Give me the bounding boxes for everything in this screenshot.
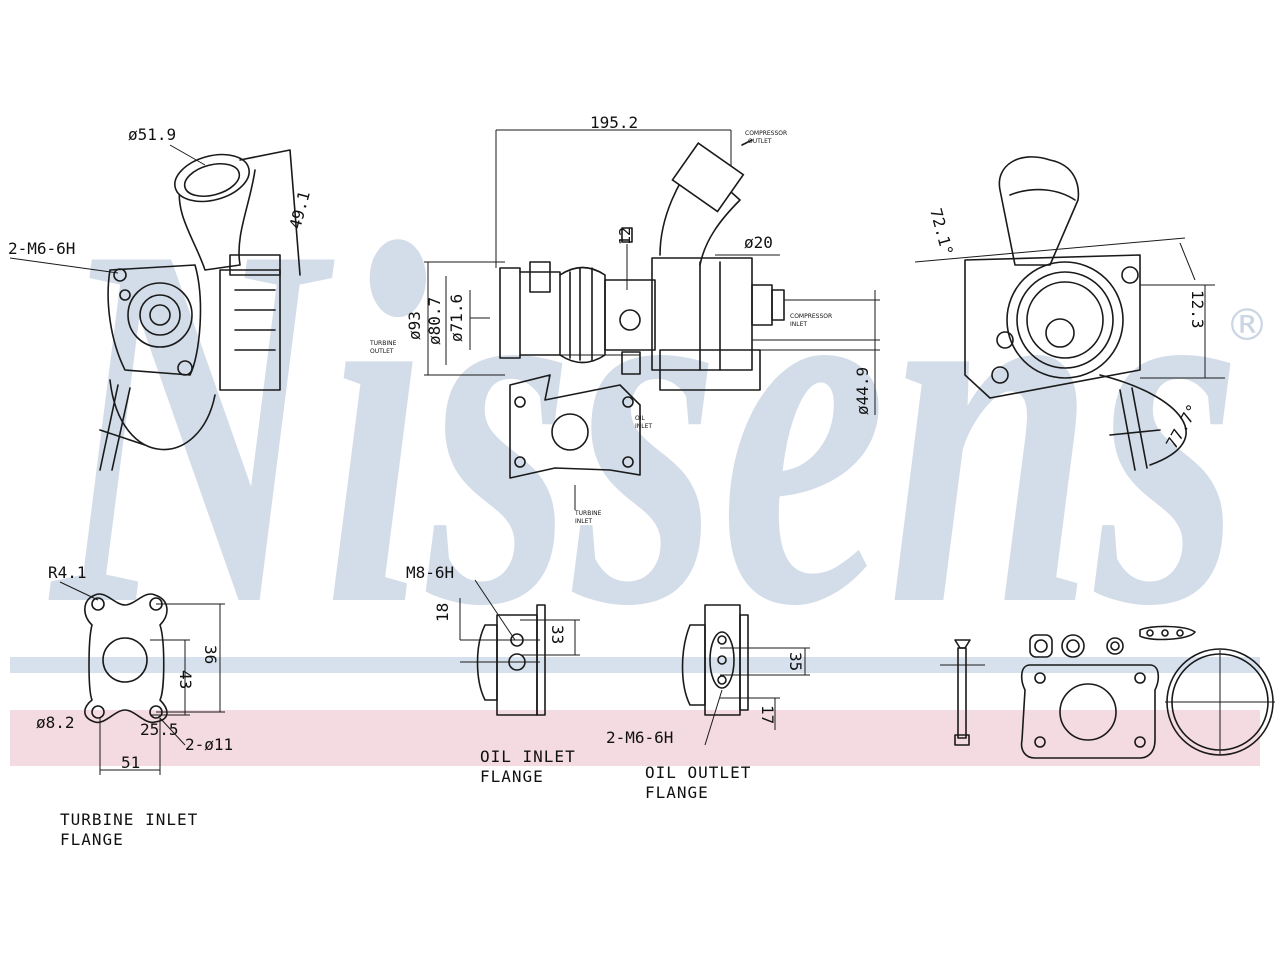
oil-outlet-caption-2: FLANGE [645, 783, 709, 802]
oil-outlet-flange: 35 17 2-M6-6H OIL OUTLET FLANGE [606, 604, 810, 802]
dim-d20: ø20 [744, 233, 773, 252]
dim-43: 43 [176, 670, 195, 689]
svg-text:INLET: INLET [635, 423, 652, 430]
dim-17: 17 [758, 705, 777, 724]
dim-2-d11: 2-ø11 [185, 735, 233, 754]
dim-25-5: 25.5 [140, 720, 179, 739]
dim-d93: ø93 [405, 311, 424, 340]
dim-d12: 12 [616, 227, 634, 245]
dim-d51-9: ø51.9 [128, 125, 176, 144]
svg-text:COMPRESSOR: COMPRESSOR [790, 313, 832, 320]
dim-18: 18 [433, 603, 452, 622]
registered-mark: ® [1225, 300, 1269, 351]
turbine-inlet-caption-2: FLANGE [60, 830, 124, 849]
dim-d44-9: ø44.9 [853, 367, 872, 415]
dim-33: 33 [548, 625, 567, 644]
svg-text:INLET: INLET [790, 321, 807, 328]
svg-text:INLET: INLET [575, 518, 592, 525]
dim-d80-7: ø80.7 [425, 297, 444, 345]
dim-51: 51 [121, 753, 140, 772]
brand-watermark: Nissens [46, 138, 1242, 713]
dim-m8: M8-6H [406, 563, 454, 582]
svg-text:TURBINE: TURBINE [574, 510, 602, 517]
dim-36: 36 [201, 645, 220, 664]
oil-inlet-flange: 33 18 M8-6H OIL INLET FLANGE [406, 563, 580, 786]
pink-band [10, 710, 1260, 766]
turbo-left-view: ø51.9 49.1 2-M6-6H [8, 125, 314, 471]
dim-r4-1: R4.1 [48, 563, 87, 582]
blue-band [10, 657, 1260, 673]
svg-text:OIL: OIL [635, 415, 645, 422]
turbo-center-view: 195.2 COMPRESSOR OUTLET 12 ø20 COMPRESSO… [369, 113, 880, 525]
dim-d71-6: ø71.6 [447, 294, 466, 342]
dim-m6-oil: 2-M6-6H [606, 728, 673, 747]
oil-outlet-caption-1: OIL OUTLET [645, 763, 751, 782]
dim-m6-left: 2-M6-6H [8, 239, 75, 258]
svg-text:OUTLET: OUTLET [748, 138, 772, 145]
svg-text:OUTLET: OUTLET [370, 348, 394, 355]
gasket-kit [940, 625, 1275, 759]
svg-text:TURBINE: TURBINE [369, 340, 397, 347]
oil-inlet-caption-1: OIL INLET [480, 747, 576, 766]
dim-195-2: 195.2 [590, 113, 638, 132]
turbine-inlet-caption-1: TURBINE INLET [60, 810, 198, 829]
dim-35: 35 [786, 652, 805, 671]
dim-d8-2: ø8.2 [36, 713, 75, 732]
dim-12-3: 12.3 [1188, 290, 1207, 329]
turbine-inlet-flange: R4.1 36 43 ø8.2 25.5 2-ø11 51 TURBINE IN… [36, 563, 233, 849]
oil-inlet-caption-2: FLANGE [480, 767, 544, 786]
svg-text:COMPRESSOR: COMPRESSOR [745, 130, 787, 137]
